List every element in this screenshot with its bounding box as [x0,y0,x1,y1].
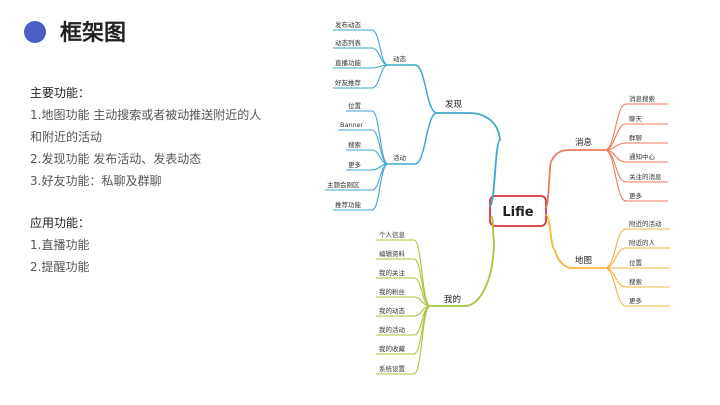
leaf-map-item: 搜索 [629,277,643,286]
leaf-mine-item: 个人信息 [379,230,406,239]
leaf-activity-item: 主题会刚区 [327,180,360,189]
leaf-mine-item: 编辑资料 [379,249,406,258]
leaf-map-item: 附近的活动 [629,219,662,228]
leaf-mine-item: 我的动态 [379,306,406,315]
main-feature-item: 1.地图功能 主动搜索或者被动推送附近的人 [30,108,262,122]
leaf-map-item: 更多 [629,296,643,305]
root-node-label: Lifie [502,205,533,220]
branch-message-label: 消息 [575,137,593,148]
main-feature-item: 3.好友功能：私聊及群聊 [30,174,162,188]
leaf-message-item: 关注的消息 [629,172,662,181]
title-bullet [24,21,46,43]
leaf-message-item: 通知中心 [629,152,656,161]
main-features-heading: 主要功能： [30,86,91,100]
main-feature-item: 和附近的活动 [30,130,103,144]
leaf-activity-item: 搜索 [348,140,362,149]
leaf-activity-item: Banner [340,121,364,129]
leaf-map-item: 附近的人 [629,238,656,247]
branch-discover-label: 发现 [445,99,463,110]
leaf-mine-item: 我的活动 [379,325,406,334]
leaf-dynamic-item: 动态列表 [335,38,362,47]
leaf-activity-item: 推荐功能 [335,200,362,209]
leaf-message-item: 聊天 [629,114,643,123]
leaf-mine-item: 系统设置 [379,364,406,373]
leaf-message-item: 消息搜索 [629,94,656,103]
leaf-map-item: 位置 [629,258,643,267]
leaf-mine-item: 我的粉丝 [379,287,406,296]
leaf-activity-item: 更多 [348,160,362,169]
app-feature-item: 1.直播功能 [30,238,90,252]
feature-description: 主要功能： 1.地图功能 主动搜索或者被动推送附近的人 和附近的活动 2.发现功… [30,82,290,278]
leaf-mine-item: 我的关注 [379,268,406,277]
leaf-mine-item: 我的收藏 [379,344,406,353]
branch-map-label: 地图 [575,255,592,266]
main-feature-item: 2.发现功能 发布活动、发表动态 [30,152,202,166]
app-feature-item: 2.提醒功能 [30,260,90,274]
leaf-dynamic-item: 发布动态 [335,20,362,29]
sub-dynamic-label: 动态 [393,54,407,63]
root-node [489,195,547,227]
app-features-heading: 应用功能： [30,216,91,230]
leaf-dynamic-item: 直播功能 [335,58,362,67]
branch-mine-label: 我的 [444,294,461,305]
leaf-activity-item: 位置 [348,101,362,110]
page-title: 框架图 [60,21,127,46]
sub-activity-label: 活动 [393,153,407,162]
leaf-message-item: 更多 [629,191,643,200]
leaf-dynamic-item: 好友推荐 [335,78,362,87]
leaf-message-item: 群聊 [629,133,643,142]
